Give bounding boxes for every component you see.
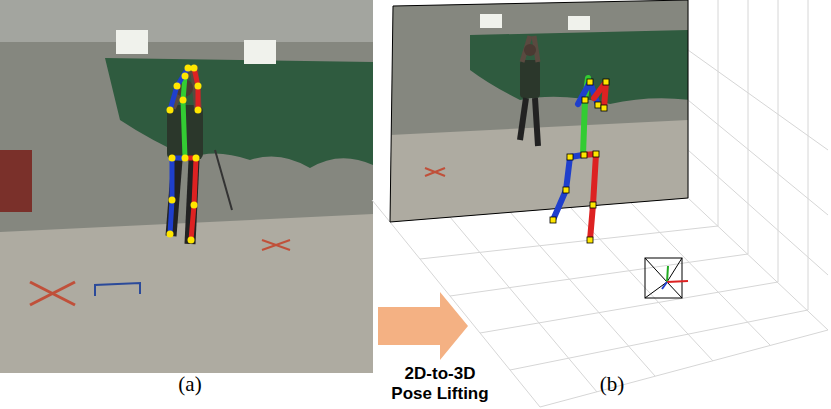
joint — [601, 105, 607, 111]
person-leg — [520, 98, 526, 140]
joint — [582, 97, 588, 103]
joint — [563, 187, 569, 193]
grid-line — [420, 226, 718, 259]
image-plane-border — [390, 0, 688, 222]
arrow-caption: 2D-to-3D Pose Lifting — [384, 364, 496, 404]
grid-line — [510, 212, 655, 376]
camera-ray — [667, 258, 682, 282]
bone — [194, 158, 196, 205]
floor-mark — [262, 240, 290, 250]
wall — [0, 0, 373, 373]
joint — [191, 202, 198, 209]
panel-label: (b) — [600, 372, 625, 396]
joint — [167, 107, 174, 114]
joint — [587, 237, 593, 243]
joint — [185, 65, 192, 72]
bone — [196, 86, 201, 110]
grid-line — [540, 330, 828, 407]
image-plane — [388, 0, 690, 225]
axis-x — [667, 281, 688, 282]
grid-3d — [372, 0, 828, 407]
axis-y — [667, 266, 668, 282]
bone — [170, 200, 172, 234]
joint — [603, 79, 609, 85]
grid-line — [808, 0, 809, 310]
joint — [581, 152, 587, 158]
light — [244, 40, 276, 64]
grid-line — [718, 0, 719, 226]
joint — [195, 83, 202, 90]
curtain — [470, 30, 690, 104]
person-leg — [535, 98, 538, 146]
joint — [169, 197, 176, 204]
light — [568, 16, 590, 30]
bone — [183, 100, 185, 158]
skeleton-3d — [553, 78, 606, 240]
camera-icon — [645, 258, 688, 298]
person-head — [524, 44, 536, 56]
grid-line — [510, 310, 808, 370]
joint — [174, 83, 181, 90]
joint — [590, 202, 596, 208]
grid-line — [748, 0, 749, 254]
joint — [182, 73, 189, 80]
joint — [180, 97, 187, 104]
floor-mark — [425, 168, 445, 176]
joint — [188, 237, 195, 244]
camera-ray — [645, 258, 667, 282]
skeleton-2d — [170, 68, 198, 240]
joint — [595, 102, 601, 108]
floor-mark — [30, 282, 75, 305]
joints-3d — [550, 79, 609, 243]
grid-line — [688, 100, 828, 215]
grid-line — [630, 202, 770, 345]
ceiling — [0, 0, 373, 42]
light — [116, 30, 148, 54]
joint — [587, 79, 593, 85]
bone — [566, 157, 570, 190]
camera-frame — [645, 258, 682, 298]
joint — [593, 151, 599, 157]
bone — [170, 86, 177, 110]
floor-mark — [30, 282, 75, 305]
joint — [191, 65, 198, 72]
grid-line — [778, 0, 779, 282]
panel-label: (a) — [178, 372, 201, 396]
chair — [0, 150, 32, 212]
joint — [182, 155, 189, 162]
axis-z — [662, 282, 667, 289]
joint — [195, 107, 202, 114]
joint — [169, 155, 176, 162]
grid-line — [688, 50, 828, 150]
joint — [567, 154, 573, 160]
camera-ray — [645, 282, 667, 298]
light — [480, 14, 502, 28]
curtain — [105, 58, 373, 168]
joint — [550, 217, 556, 223]
wall — [388, 0, 690, 225]
photo-a — [0, 0, 373, 373]
floor-mark — [262, 240, 290, 250]
bone — [191, 205, 194, 240]
joints — [167, 65, 202, 244]
bone — [170, 158, 175, 200]
bone — [590, 205, 593, 240]
grid-line — [450, 254, 748, 296]
camera-ray — [667, 282, 682, 298]
bone — [553, 190, 566, 220]
grid-line — [688, 150, 828, 275]
tripod — [215, 150, 232, 210]
joint — [193, 155, 200, 162]
bone — [583, 100, 585, 155]
bone — [604, 82, 606, 108]
grid-line — [372, 200, 390, 222]
person-torso — [520, 60, 540, 98]
bone — [593, 154, 596, 205]
floor-mark — [425, 168, 445, 176]
joint — [167, 231, 174, 238]
floor-mark — [95, 283, 140, 296]
